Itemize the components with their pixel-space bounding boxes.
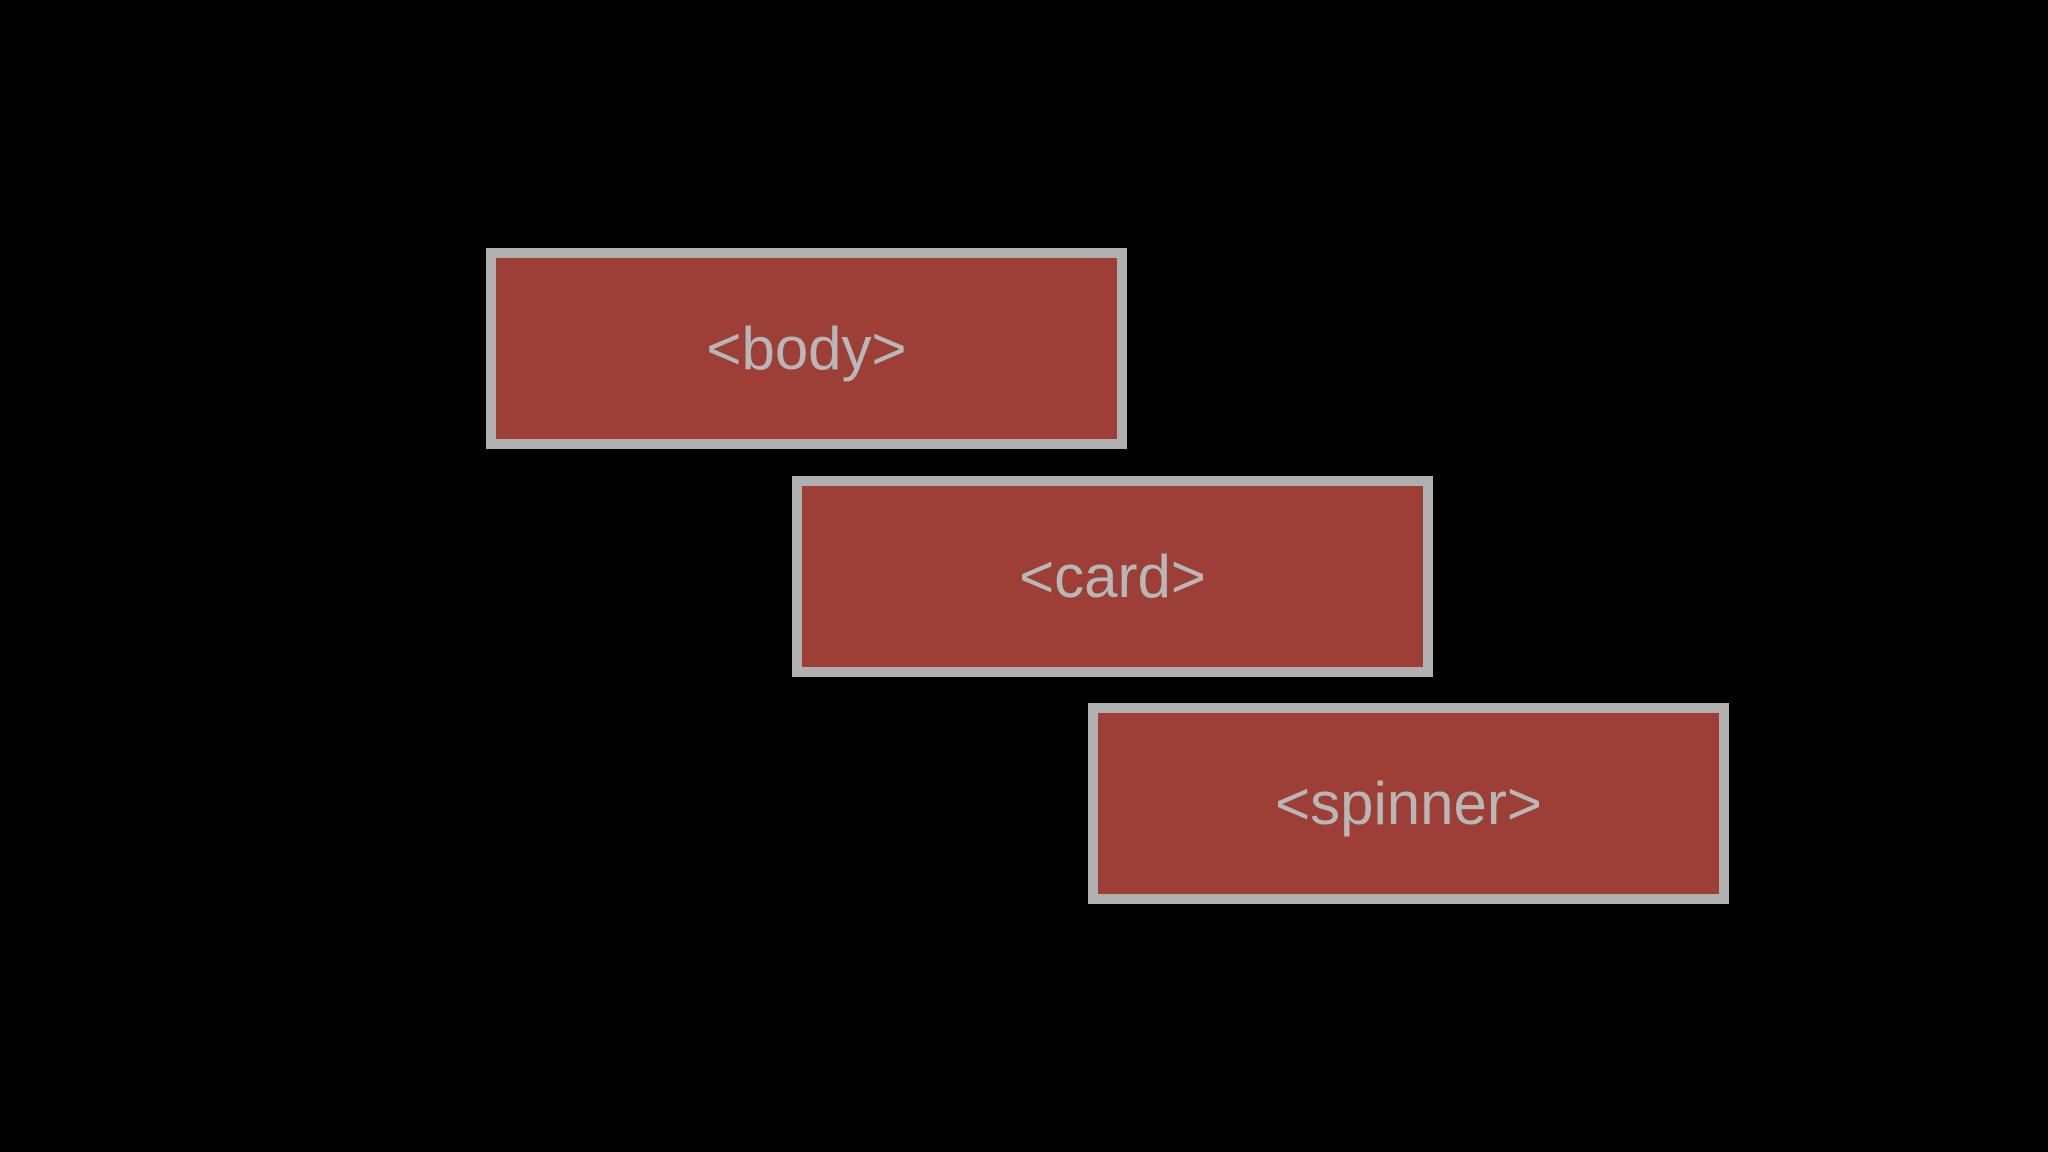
body-node-label: <body> [706,314,907,382]
spinner-node: <spinner> [1088,703,1729,904]
card-node: <card> [792,476,1433,677]
body-node: <body> [486,248,1127,449]
spinner-node-label: <spinner> [1275,769,1542,837]
card-node-label: <card> [1019,542,1206,610]
